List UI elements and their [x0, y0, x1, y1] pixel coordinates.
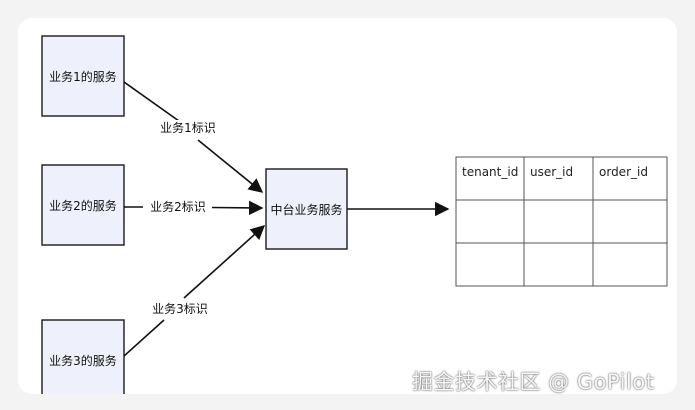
service-node-2-label: 业务2的服务 [49, 198, 117, 213]
middle-service-label: 中台业务服务 [270, 202, 342, 217]
edge-label-2: 业务2标识 [150, 199, 206, 214]
table-header-user-id: user_id [530, 165, 573, 179]
service-node-1: 业务1的服务 [41, 35, 125, 117]
diagram-card: 业务1的服务 业务2的服务 业务3的服务 中台业务服务 业务1标识 [18, 18, 677, 394]
table-header-row: tenant_id user_id order_id [455, 156, 668, 201]
table-header-order-id: order_id [599, 165, 648, 179]
service-node-3: 业务3的服务 [41, 319, 125, 394]
table-header-tenant-id: tenant_id [462, 165, 518, 179]
table-row [455, 199, 668, 244]
middle-service-node: 中台业务服务 [265, 168, 348, 250]
edge-3: 业务3标识 [123, 225, 266, 357]
edge-label-1: 业务1标识 [160, 120, 216, 135]
service-node-3-label: 业务3的服务 [49, 353, 117, 368]
edge-1: 业务1标识 [123, 81, 264, 193]
service-node-2: 业务2的服务 [41, 164, 125, 246]
edge-2: 业务2标识 [124, 199, 264, 216]
table-row [455, 242, 668, 287]
data-table: tenant_id user_id order_id [455, 156, 668, 287]
watermark-text: 掘金技术社区 @ GoPilot [412, 370, 655, 394]
diagram-canvas: 业务1的服务 业务2的服务 业务3的服务 中台业务服务 业务1标识 [41, 35, 668, 394]
edge-label-3: 业务3标识 [152, 301, 208, 316]
service-node-1-label: 业务1的服务 [49, 69, 117, 84]
